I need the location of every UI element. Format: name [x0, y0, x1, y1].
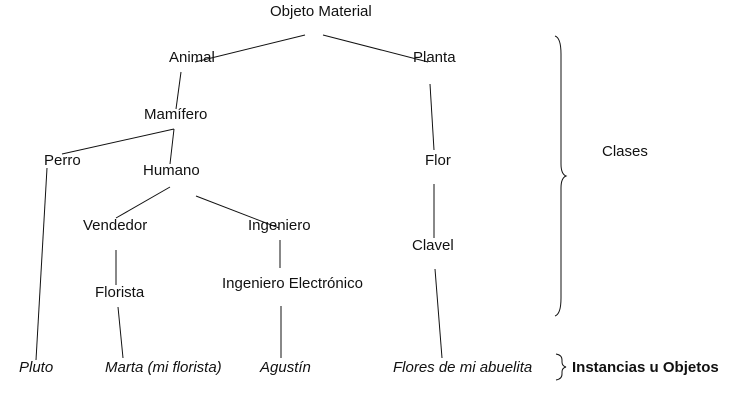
instance-flores: Flores de mi abuelita [393, 359, 533, 376]
edge-root-planta [322, 34, 429, 63]
edge-mamifero-perro [61, 128, 175, 155]
edge-root-animal [194, 34, 306, 63]
brace-instancias [555, 353, 567, 381]
node-vendedor: Vendedor [83, 217, 148, 234]
instance-agustin: Agustín [260, 359, 311, 376]
node-clavel: Clavel [412, 237, 454, 254]
brace-clases [554, 35, 568, 317]
node-ingeniero-electronico: Ingeniero Electrónico [222, 275, 363, 292]
edge-animal-mamifero [175, 71, 182, 110]
node-planta: Planta [413, 49, 456, 66]
node-mamifero: Mamífero [144, 106, 208, 123]
edge-planta-flor [429, 83, 435, 151]
edge-clavel-flores [434, 268, 443, 359]
node-animal: Animal [169, 49, 215, 66]
node-perro: Perro [44, 152, 81, 169]
edge-perro-pluto [35, 167, 48, 361]
instance-pluto: Pluto [19, 359, 54, 376]
node-humano: Humano [143, 162, 200, 179]
group-label-instancias: Instancias u Objetos [572, 359, 719, 376]
edge-mamifero-humano [169, 128, 175, 165]
edge-florista-marta [117, 306, 124, 359]
edge-humano-vendedor [115, 186, 171, 219]
node-florista: Florista [95, 284, 145, 301]
node-objeto-material: Objeto Material [270, 3, 372, 20]
edge-humano-ingeniero [195, 195, 280, 229]
node-flor: Flor [425, 152, 451, 169]
node-ingeniero: Ingeniero [248, 217, 311, 234]
group-label-clases: Clases [602, 143, 648, 160]
instance-marta: Marta (mi florista) [105, 359, 222, 376]
